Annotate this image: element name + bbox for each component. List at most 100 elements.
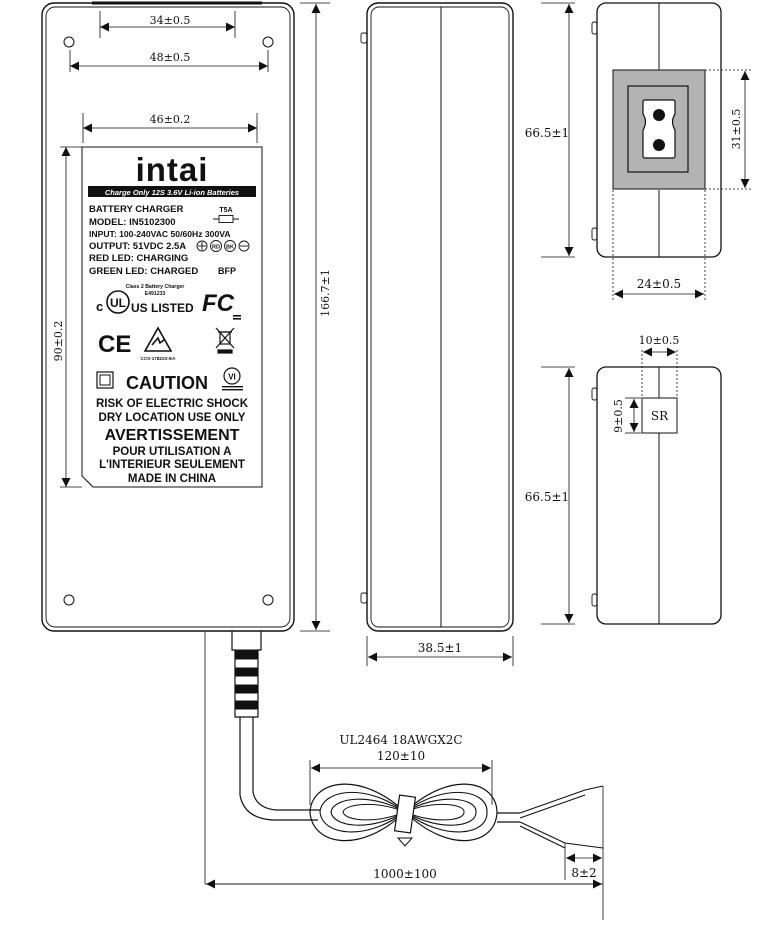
front-dimension-texts: 34±0.5 48±0.5 46±0.2 90±0.2 166.7±1 <box>52 14 332 361</box>
side-view <box>360 2 514 632</box>
inlet-notch-top <box>591 21 598 35</box>
label-caution: CAUTION <box>126 373 208 393</box>
lead-upper <box>519 785 604 814</box>
dim-label-width: 46±0.2 <box>150 113 191 126</box>
weee-bin-icon <box>215 327 235 354</box>
label-fr1: POUR UTILISATION A <box>113 446 232 458</box>
label-made-in: MADE IN CHINA <box>128 473 216 485</box>
label-avertissement: AVERTISSEMENT <box>105 427 240 444</box>
ul-c: c <box>96 299 103 314</box>
rcm-code: CCS-17822S-EA <box>141 356 177 361</box>
screw-hole-bottom-left <box>63 594 75 606</box>
cable-main-2 <box>252 717 320 811</box>
cable-bundle-length: 120±10 <box>377 749 425 763</box>
ce-mark: CE <box>98 331 131 358</box>
dim-bottom-end-height: 66.5±1 <box>525 490 569 504</box>
dim-label-height: 90±0.2 <box>52 321 65 362</box>
screw-hole-top-left <box>63 36 75 48</box>
label-banner-text: Charge Only 12S 3.6V Li-ion Batteries <box>105 188 239 197</box>
inlet-end-view <box>591 2 722 258</box>
label-fr2: L'INTERIEUR SEULEMENT <box>99 459 245 471</box>
inlet-notch-bottom <box>591 227 598 241</box>
cable-main <box>239 717 318 821</box>
front-view <box>41 1 295 632</box>
screw-hole-top-right <box>262 36 274 48</box>
label-title: BATTERY CHARGER <box>89 204 183 215</box>
c8-socket-icon <box>642 99 676 159</box>
brand-logo: intai <box>136 151 209 188</box>
dim-body-thickness: 38.5±1 <box>418 641 462 655</box>
rcm-icon <box>143 326 173 352</box>
cable-dimensions <box>204 632 604 920</box>
caution-box-icon <box>96 371 114 389</box>
screw-hole-bottom-right <box>262 594 274 606</box>
label-model: MODEL: IN5102300 <box>89 217 176 228</box>
label-red-led: RED LED: CHARGING <box>89 253 188 264</box>
dim-top-hole-spacing: 34±0.5 <box>150 14 191 27</box>
label-bk: BK <box>226 245 234 251</box>
dim-cable-length: 1000±100 <box>373 867 437 881</box>
label-input: INPUT: 100-240VAC 50/60Hz 300VA <box>89 229 231 239</box>
label-warn2: DRY LOCATION USE ONLY <box>99 412 246 424</box>
dim-strip-length: 8±2 <box>571 866 596 880</box>
strain-relief-boot <box>231 631 262 718</box>
label-rd: RD <box>212 245 220 251</box>
label-output: OUTPUT: 51VDC 2.5A <box>89 241 186 252</box>
inlet-dimensions <box>541 2 752 300</box>
vi-mark: VI <box>228 373 236 382</box>
label-bfp: BFP <box>218 266 236 276</box>
product-label: intai Charge Only 12S 3.6V Li-ion Batter… <box>81 146 263 488</box>
label-outline <box>81 146 263 488</box>
cable-assembly <box>231 631 604 849</box>
inlet-pin-bottom <box>653 139 665 151</box>
dim-inlet-width: 24±0.5 <box>637 277 681 291</box>
dim-top-width: 48±0.5 <box>150 51 191 64</box>
front-body-inner <box>45 6 291 628</box>
strain-relief-label: SR <box>651 409 669 423</box>
minus-icon <box>238 240 250 252</box>
strain-relief-box <box>641 397 678 434</box>
cable-end-notch-bottom <box>591 593 598 607</box>
label-fuse: T5A <box>219 207 232 214</box>
front-body-outline <box>41 2 295 632</box>
fcc-hatch-icon <box>233 315 241 320</box>
side-body-outline <box>366 2 514 632</box>
ul-mark-icon <box>106 290 130 314</box>
ul-file: E491233 <box>145 291 166 297</box>
fuse-icon <box>213 215 239 223</box>
vi-mark-icon <box>223 367 241 385</box>
front-dimensions <box>60 2 330 632</box>
cable-tie-tail <box>396 837 414 847</box>
dim-inlet-height: 31±0.5 <box>730 109 743 150</box>
plus-icon <box>196 240 208 252</box>
bk-icon <box>224 240 236 252</box>
rd-icon <box>210 240 222 252</box>
dim-end-height: 66.5±1 <box>525 126 569 140</box>
cable-spec: UL2464 18AWGX2C <box>339 733 462 747</box>
fcc-logo: FC <box>202 290 235 317</box>
polarity-icons <box>196 240 250 252</box>
label-warn1: RISK OF ELECTRIC SHOCK <box>96 398 249 410</box>
lead-lower-2 <box>519 825 566 849</box>
cable-tie <box>393 794 417 834</box>
side-body-inner <box>370 6 510 628</box>
side-notch-bottom <box>360 592 368 604</box>
ul-mark: UL <box>110 296 126 310</box>
dim-body-length: 166.7±1 <box>319 269 332 317</box>
cable-end-notch-top <box>591 387 598 401</box>
side-notch-top <box>360 32 368 44</box>
ul-class: Class 2 Battery Charger <box>126 284 185 290</box>
vi-hatch-icon <box>222 386 243 391</box>
lead-lower <box>519 821 604 849</box>
cable-end-view <box>591 366 722 625</box>
ul-listed: US LISTED <box>131 301 194 315</box>
side-dimensions <box>366 636 514 666</box>
lead-upper-2 <box>519 794 586 819</box>
dim-sr-width: 10±0.5 <box>639 334 680 347</box>
label-green-led: GREEN LED: CHARGED <box>89 266 198 277</box>
cable-end-dimensions <box>541 347 678 625</box>
label-banner <box>88 186 256 197</box>
dim-sr-height: 9±0.5 <box>612 399 625 433</box>
inlet-pin-top <box>653 109 665 121</box>
